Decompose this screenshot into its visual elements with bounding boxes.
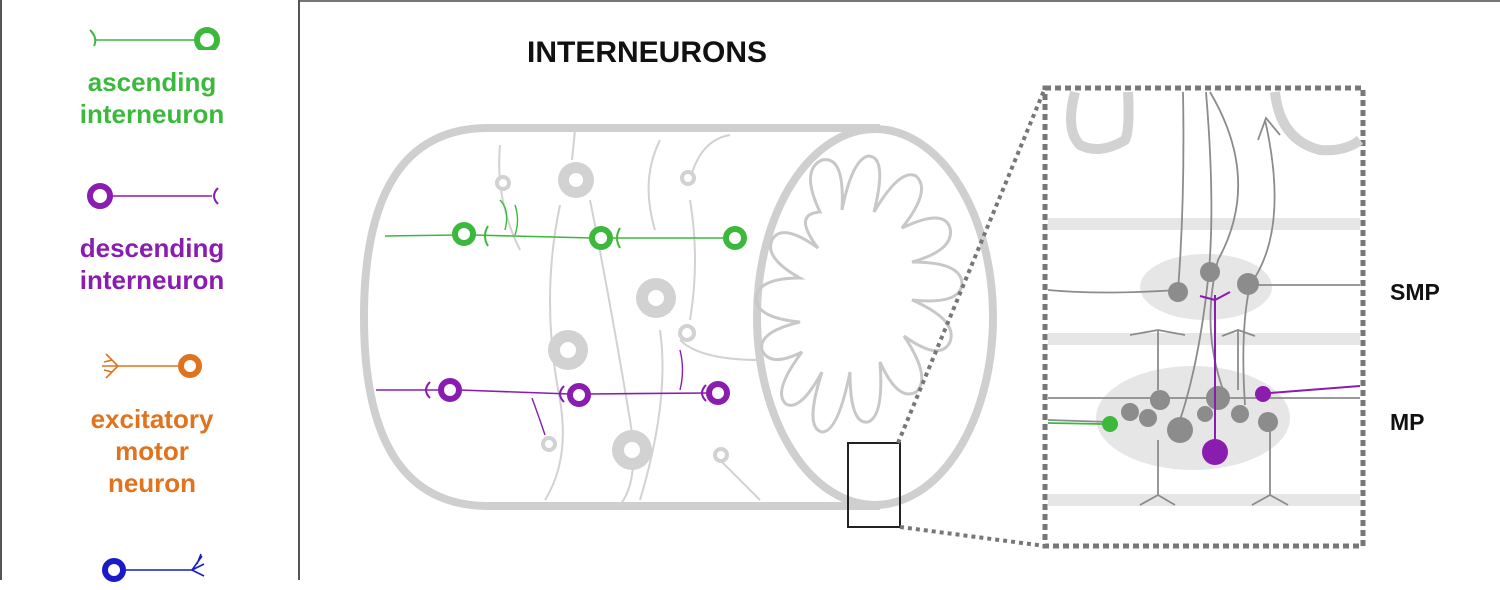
gut-diagram	[359, 85, 1366, 549]
lumen-folds	[754, 154, 964, 434]
blue-motor-neuron-icon	[102, 553, 205, 582]
top-border	[300, 0, 1500, 2]
legend-panel: ascending interneuron descending interne…	[0, 0, 300, 582]
descending-interneuron-icon	[87, 183, 219, 209]
ascending-chain	[384, 199, 747, 250]
diagram-title: INTERNEURONS	[527, 36, 768, 69]
mp-label: MP	[1390, 409, 1425, 435]
excitatory-motor-neuron-icon	[102, 353, 202, 379]
descending-interneuron-label: descending interneuron	[79, 233, 225, 295]
ascending-interneuron-label: ascending interneuron	[79, 67, 225, 129]
descending-chain	[376, 349, 730, 436]
small-background-cells	[495, 170, 729, 463]
ascending-interneuron-icon	[89, 27, 220, 50]
gut-cylinder	[359, 124, 997, 510]
zoom-inset	[1042, 85, 1366, 549]
zoom-source-box	[847, 442, 901, 528]
excitatory-motor-neuron-label: excitatory motor neuron	[90, 404, 214, 498]
smp-label: SMP	[1390, 279, 1440, 305]
